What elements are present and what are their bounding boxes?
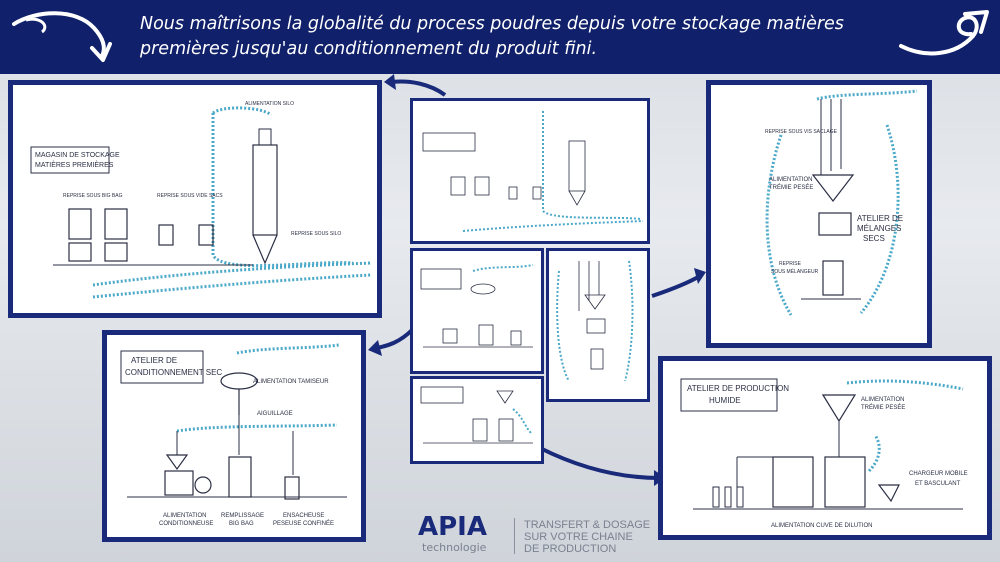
header-text: Nous maîtrisons la globalité du process … [140, 12, 880, 62]
feed-label: ALIMENTATION [163, 513, 206, 519]
hopper-label-2: TRÉMIE PESÉE [769, 184, 813, 191]
footer-logo: APIA technologie TRANSFERT & DOSAGE SUR … [418, 512, 658, 558]
mini-panel-wet [410, 376, 544, 464]
packaging-title-1: ATELIER DE [131, 356, 177, 365]
fill-label-2: BIG BAG [229, 521, 254, 527]
logo-subtitle: technologie [422, 541, 487, 554]
panel-packaging: ATELIER DE CONDITIONNEMENT SEC ALIMENTAT… [102, 330, 366, 542]
silo-out-label: REPRISE SOUS SILO [291, 231, 341, 237]
hopper-label: ALIMENTATION [769, 177, 812, 183]
storage-title-1: MAGASIN DE STOCKAGE [35, 152, 120, 159]
rework-label: REPRISE SOUS VIS SACLAGE [765, 129, 838, 135]
drymix-title-3: SECS [863, 234, 885, 243]
logo-divider [514, 518, 515, 554]
mini-panel-packaging [410, 248, 544, 374]
switch-label: AIGUILLAGE [257, 411, 293, 417]
wet-hopper-label: ALIMENTATION [861, 397, 904, 403]
mini-panel-drymix [546, 248, 650, 402]
header-line-1: Nous maîtrisons la globalité du process … [140, 14, 844, 34]
bagging-label-2: PESEUSE CONFINÉE [273, 520, 334, 527]
wet-title-2: HUMIDE [709, 396, 741, 405]
bigbag-label: REPRISE SOUS BIG BAG [63, 193, 123, 199]
sacks-label: REPRISE SOUS VIDE SACS [157, 193, 223, 199]
mini-panel-storage [410, 98, 650, 244]
sieve-label: ALIMENTATION TAMISEUR [253, 379, 329, 385]
drymix-title-1: ATELIER DE [857, 214, 903, 223]
tank-label: ALIMENTATION CUVE DE DILUTION [771, 523, 872, 529]
panel-wet: ATELIER DE PRODUCTION HUMIDE ALIMENTATIO… [658, 356, 992, 540]
tagline-2: SUR VOTRE CHAINE [524, 531, 633, 543]
drymix-title-2: MÉLANGES [857, 224, 901, 233]
bagging-label: ENSACHEUSE [283, 513, 324, 519]
swoosh-right-icon [899, 10, 989, 56]
mixer-label: REPRISE [779, 261, 802, 267]
storage-title-2: MATIÈRES PREMIÈRES [35, 160, 114, 169]
wet-title-1: ATELIER DE PRODUCTION [687, 384, 789, 393]
header-banner: Nous maîtrisons la globalité du process … [0, 0, 1000, 74]
fill-label: REMPLISSAGE [221, 513, 264, 519]
loader-label-2: ET BASCULANT [915, 481, 961, 487]
packaging-title-2: CONDITIONNEMENT SEC [125, 368, 222, 377]
wet-hopper-label-2: TRÉMIE PESÉE [861, 404, 905, 411]
panel-storage: MAGASIN DE STOCKAGE MATIÈRES PREMIÈRES A… [8, 80, 382, 318]
feed-label-2: CONDITIONNEUSE [159, 521, 213, 527]
tagline-3: DE PRODUCTION [524, 543, 617, 555]
header-line-2: premières jusqu'au conditionnement du pr… [140, 39, 598, 59]
silo-feed-label: ALIMENTATION SILO [245, 101, 294, 107]
loader-label: CHARGEUR MOBILE [909, 471, 968, 477]
swoosh-left-icon [12, 11, 112, 62]
tagline-1: TRANSFERT & DOSAGE [524, 519, 651, 531]
logo-apia: APIA [418, 512, 487, 542]
mixer-label-2: SOUS MÉLANGEUR [771, 268, 819, 275]
panel-drymix: REPRISE SOUS VIS SACLAGE ALIMENTATION TR… [706, 80, 932, 348]
